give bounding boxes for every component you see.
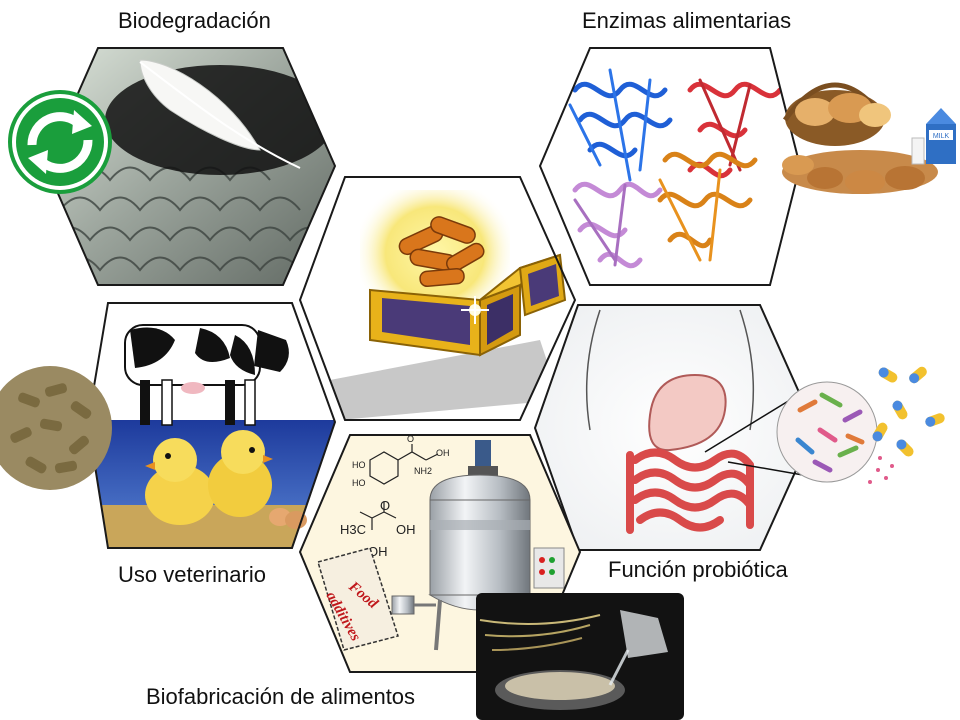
bread-basket-icon — [782, 82, 938, 194]
chem-ho-2: HO — [352, 478, 366, 488]
zoom-line-top — [704, 399, 791, 453]
chem-o: O — [407, 434, 414, 444]
feed-pellets-icon — [0, 366, 112, 490]
stomach-intestine-icon — [626, 373, 754, 534]
hex-probiotic-function — [533, 304, 817, 551]
chem-ho-1: HO — [352, 460, 366, 470]
pump-icon — [391, 595, 436, 615]
hex-food-enzymes — [538, 47, 802, 286]
protein-structure — [568, 68, 783, 269]
chem-oh-top: OH — [436, 448, 450, 458]
hex-center-treasure — [298, 176, 577, 421]
hex-veterinary-use — [86, 302, 337, 549]
label-probiotic-function: Función probiótica — [608, 557, 788, 582]
feather-icon — [139, 59, 301, 169]
label-veterinary-use: Uso veterinario — [118, 562, 266, 587]
chemical-structure — [359, 444, 439, 530]
cow-icon — [124, 324, 289, 426]
chicks-icon — [145, 430, 307, 529]
label-biodegradation: Biodegradación — [118, 8, 271, 33]
chem-h3c: H3C — [340, 522, 366, 537]
label-food-biomanufacturing: Biofabricación de alimentos — [146, 684, 416, 709]
bioreactor-icon — [428, 440, 565, 651]
microbiome-zoom-icon — [776, 381, 878, 483]
milk-label: MILK — [933, 133, 950, 140]
chem-oh-mid: OH — [396, 522, 416, 537]
recycle-icon — [8, 90, 112, 194]
milk-carton-icon: MILK — [911, 108, 956, 165]
probiotic-capsules-icon — [868, 366, 945, 484]
food-additives-bag-icon: Food additives — [317, 547, 399, 651]
chem-nh2: NH2 — [414, 466, 432, 476]
grain-pouring-photo — [476, 593, 684, 720]
chem-o-2: O — [380, 498, 390, 513]
label-food-enzymes: Enzimas alimentarias — [582, 8, 792, 33]
treasure-chest-icon — [369, 216, 567, 357]
